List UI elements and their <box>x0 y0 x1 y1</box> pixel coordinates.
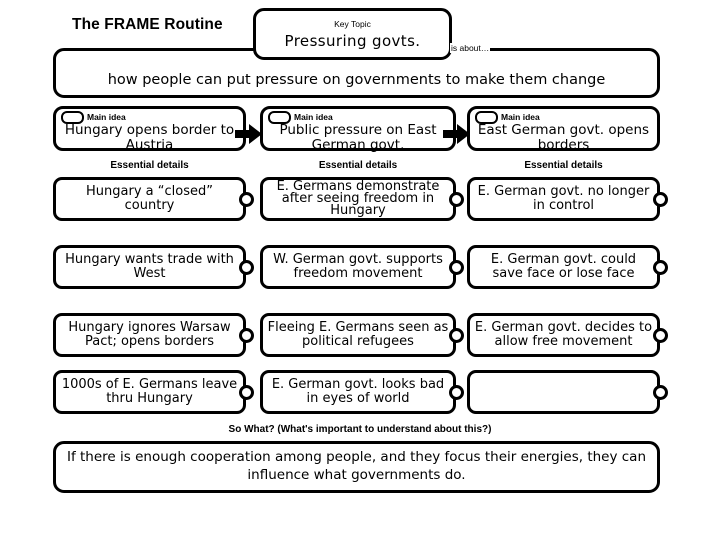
key-topic-value: Pressuring govts. <box>284 32 421 51</box>
detail-box-1-1[interactable]: Hungary a “closed” country <box>53 177 246 221</box>
detail-box-3-4[interactable] <box>467 370 660 414</box>
detail-box-2-2[interactable]: W. German govt. supports freedom movemen… <box>260 245 456 289</box>
so-what-label: So What? (What's important to understand… <box>228 424 492 435</box>
connector-knob <box>449 260 464 275</box>
key-topic-box[interactable]: Key Topic Pressuring govts. <box>253 8 452 60</box>
essential-details-label-2: Essential details <box>318 160 398 171</box>
essential-details-label-3: Essential details <box>524 160 603 171</box>
key-topic-label: Key Topic <box>334 18 371 29</box>
detail-box-3-2[interactable]: E. German govt. could save face or lose … <box>467 245 660 289</box>
main-idea-text-1: Hungary opens border to Austria <box>64 122 235 153</box>
connector-knob <box>239 260 254 275</box>
arrow-right-icon-2 <box>443 124 471 144</box>
connector-knob <box>239 192 254 207</box>
connector-knob <box>449 192 464 207</box>
main-idea-label-2: Main idea <box>294 112 333 123</box>
main-idea-label-3: Main idea <box>501 112 540 123</box>
connector-knob <box>239 385 254 400</box>
main-idea-header-1: Main idea <box>61 111 126 124</box>
detail-text-2-2: W. German govt. supports freedom movemen… <box>273 252 443 281</box>
detail-box-3-1[interactable]: E. German govt. no longer in control <box>467 177 660 221</box>
detail-box-3-3[interactable]: E. German govt. decides to allow free mo… <box>467 313 660 357</box>
detail-box-1-4[interactable]: 1000s of E. Germans leave thru Hungary <box>53 370 246 414</box>
detail-text-3-3: E. German govt. decides to allow free mo… <box>474 320 653 349</box>
connector-knob <box>653 385 668 400</box>
page-title: The FRAME Routine <box>72 16 223 33</box>
connector-knob <box>449 328 464 343</box>
connector-knob <box>653 328 668 343</box>
detail-text-1-4: 1000s of E. Germans leave thru Hungary <box>61 377 238 406</box>
main-idea-header-3: Main idea <box>475 111 540 124</box>
pill-icon <box>268 111 291 124</box>
so-what-text: If there is enough cooperation among peo… <box>66 449 647 483</box>
so-what-box[interactable]: If there is enough cooperation among peo… <box>53 441 660 493</box>
detail-box-2-4[interactable]: E. German govt. looks bad in eyes of wor… <box>260 370 456 414</box>
pill-icon <box>475 111 498 124</box>
detail-text-2-4: E. German govt. looks bad in eyes of wor… <box>271 377 445 406</box>
connector-knob <box>239 328 254 343</box>
detail-box-2-1[interactable]: E. Germans demonstrate after seeing free… <box>260 177 456 221</box>
detail-box-2-3[interactable]: Fleeing E. Germans seen as political ref… <box>260 313 456 357</box>
pill-icon <box>61 111 84 124</box>
main-idea-box-1[interactable]: Main idea Hungary opens border to Austri… <box>53 106 246 153</box>
is-about-label: is about… <box>450 43 491 53</box>
detail-box-1-3[interactable]: Hungary ignores Warsaw Pact; opens borde… <box>53 313 246 357</box>
essential-details-label-1: Essential details <box>110 160 189 171</box>
connector-knob <box>449 385 464 400</box>
main-idea-box-3[interactable]: Main idea East German govt. opens border… <box>467 106 660 153</box>
detail-text-2-3: Fleeing E. Germans seen as political ref… <box>267 320 449 349</box>
detail-text-1-2: Hungary wants trade with West <box>65 252 234 281</box>
main-idea-header-2: Main idea <box>268 111 333 124</box>
detail-text-2-1: E. Germans demonstrate after seeing free… <box>276 179 440 218</box>
detail-text-1-3: Hungary ignores Warsaw Pact; opens borde… <box>68 320 231 349</box>
main-idea-text-2: Public pressure on East German govt. <box>279 122 437 153</box>
detail-box-1-2[interactable]: Hungary wants trade with West <box>53 245 246 289</box>
detail-text-3-2: E. German govt. could save face or lose … <box>490 252 637 281</box>
is-about-value: how people can put pressure on governmen… <box>107 72 606 88</box>
connector-knob <box>653 192 668 207</box>
detail-text-3-1: E. German govt. no longer in control <box>477 184 650 213</box>
main-idea-label-1: Main idea <box>87 112 126 123</box>
main-idea-box-2[interactable]: Main idea Public pressure on East German… <box>260 106 456 153</box>
arrow-right-icon-1 <box>235 124 263 144</box>
main-idea-text-3: East German govt. opens borders <box>477 122 650 153</box>
detail-text-1-1: Hungary a “closed” country <box>86 184 213 213</box>
connector-knob <box>653 260 668 275</box>
